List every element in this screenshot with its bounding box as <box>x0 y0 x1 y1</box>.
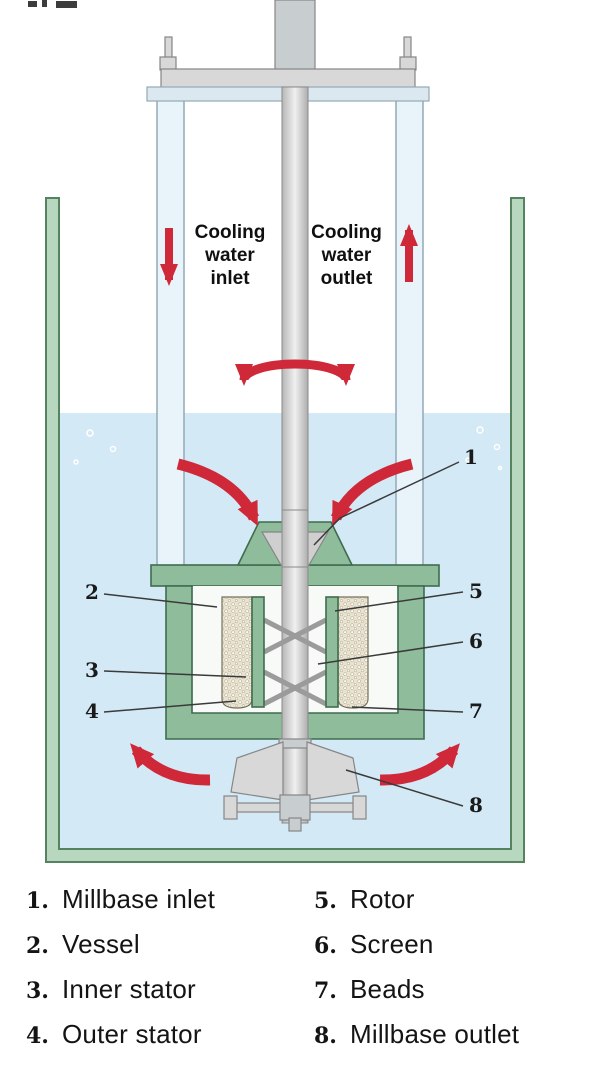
beads-left <box>221 596 253 709</box>
legend-item-label: Rotor <box>350 884 415 914</box>
callout-number-6: 6 <box>469 629 483 653</box>
legend-item-number: 5. <box>314 888 337 914</box>
callout-number-4: 4 <box>85 699 99 723</box>
legend-column-left: 1. Millbase inlet 2. Vessel 3. Inner sta… <box>26 884 215 1064</box>
legend-item: 2. Vessel <box>26 929 215 974</box>
callout-number-1: 1 <box>464 445 478 469</box>
legend-item: 1. Millbase inlet <box>26 884 215 929</box>
mount-plate <box>160 68 416 89</box>
cropped-artifact <box>28 0 77 8</box>
callout-number-7: 7 <box>469 699 483 723</box>
legend-item-label: Screen <box>350 929 434 959</box>
legend-item-label: Outer stator <box>62 1019 202 1049</box>
legend-item-number: 8. <box>314 1023 337 1049</box>
mill-schematic <box>28 0 525 863</box>
cooling-water-inlet-label: Cooling water inlet <box>194 222 266 290</box>
top-mount-assembly <box>146 0 430 102</box>
legend-item-number: 7. <box>314 978 337 1004</box>
callout-lines <box>103 461 464 807</box>
leader-line-2 <box>103 593 218 608</box>
leader-line-8 <box>345 769 464 807</box>
mill-basket <box>150 509 440 824</box>
bead-columns <box>221 596 369 709</box>
leader-line-7 <box>351 706 464 713</box>
cooling-pipe-right <box>395 95 424 569</box>
legend-item-label: Vessel <box>62 929 140 959</box>
beads-right <box>337 596 369 709</box>
legend-item-label: Beads <box>350 974 425 1004</box>
rotor <box>262 617 328 707</box>
callout-number-8: 8 <box>469 793 483 817</box>
leader-line-1 <box>313 461 460 546</box>
cooling-water-outlet-label: Cooling water outlet <box>311 222 382 290</box>
callout-number-2: 2 <box>85 580 99 604</box>
callout-number-5: 5 <box>469 579 483 603</box>
outflow-arrow-left <box>130 743 211 786</box>
cooling-pipe-left <box>156 95 185 569</box>
legend-item-label: Millbase inlet <box>62 884 216 914</box>
legend-item-number: 1. <box>26 888 49 914</box>
flow-arrows <box>130 224 460 786</box>
legend-item-number: 3. <box>26 978 49 1004</box>
legend-item-number: 2. <box>26 933 49 959</box>
leader-line-5 <box>334 591 464 612</box>
legend-item: 3. Inner stator <box>26 974 215 1019</box>
legend-item-number: 6. <box>314 933 337 959</box>
legend-item: 6. Screen <box>314 929 519 974</box>
legend-item: 7. Beads <box>314 974 519 1019</box>
leader-line-6 <box>317 641 464 665</box>
inner-stator-left <box>251 596 265 708</box>
bottom-agitator <box>223 794 367 832</box>
legend-column-right: 5. Rotor 6. Screen 7. Beads 8. Millbase … <box>314 884 519 1064</box>
outer-tank-vessel <box>45 197 525 863</box>
legend-item-number: 4. <box>26 1023 49 1049</box>
basket-outlet-boss <box>278 738 312 749</box>
legend-item: 4. Outer stator <box>26 1019 215 1064</box>
inflow-arrow-left <box>176 458 259 527</box>
impeller-blades <box>230 741 360 801</box>
inner-stator-right <box>325 596 339 708</box>
callout-number-3: 3 <box>85 658 99 682</box>
outflow-arrow-right <box>379 743 460 786</box>
legend-item-label: Inner stator <box>62 974 196 1004</box>
inflow-arrow-right <box>331 458 414 527</box>
leader-line-3 <box>103 670 247 678</box>
legend-item: 8. Millbase outlet <box>314 1019 519 1064</box>
leader-line-4 <box>103 700 237 713</box>
legend-item: 5. Rotor <box>314 884 519 929</box>
shaft-rotation-arrow <box>235 359 355 386</box>
legend-item-label: Millbase outlet <box>350 1019 520 1049</box>
